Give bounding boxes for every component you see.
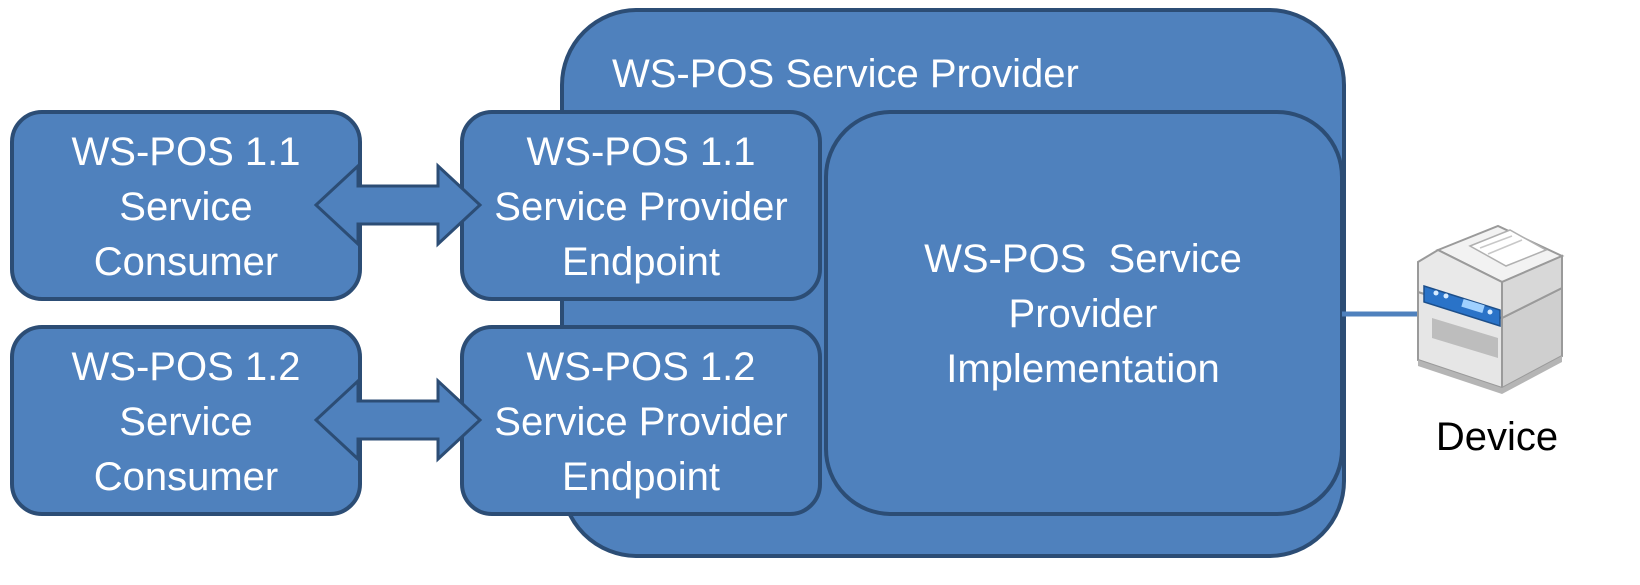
implementation-line-2: Provider — [1009, 292, 1158, 336]
endpoint-1-1-line-2: Service Provider — [494, 185, 787, 229]
double-arrow-1-2 — [313, 377, 483, 463]
consumer-box-1-1: WS-POS 1.1 Service Consumer — [10, 110, 362, 301]
printer-icon — [1417, 224, 1565, 394]
endpoint-box-1-2: WS-POS 1.2 Service Provider Endpoint — [460, 325, 822, 516]
consumer-1-1-line-1: WS-POS 1.1 — [72, 130, 301, 174]
endpoint-1-2-line-1: WS-POS 1.2 — [527, 345, 756, 389]
consumer-1-2-line-2: Service — [119, 400, 252, 444]
implementation-line-1: WS-POS Service — [924, 237, 1242, 281]
endpoint-1-1-line-3: Endpoint — [562, 240, 720, 284]
endpoint-1-2-line-2: Service Provider — [494, 400, 787, 444]
endpoint-box-1-1: WS-POS 1.1 Service Provider Endpoint — [460, 110, 822, 301]
consumer-1-2-line-3: Consumer — [94, 455, 279, 499]
consumer-box-1-2: WS-POS 1.2 Service Consumer — [10, 325, 362, 516]
consumer-1-2-line-1: WS-POS 1.2 — [72, 345, 301, 389]
double-arrow-1-1 — [313, 162, 483, 248]
service-provider-title: WS-POS Service Provider — [612, 52, 1079, 96]
endpoint-1-1-line-1: WS-POS 1.1 — [527, 130, 756, 174]
device-label: Device — [1436, 415, 1558, 459]
implementation-box: WS-POS Service Provider Implementation — [824, 110, 1344, 516]
implementation-line-3: Implementation — [946, 347, 1219, 391]
consumer-1-1-line-3: Consumer — [94, 240, 279, 284]
endpoint-1-2-line-3: Endpoint — [562, 455, 720, 499]
consumer-1-1-line-2: Service — [119, 185, 252, 229]
